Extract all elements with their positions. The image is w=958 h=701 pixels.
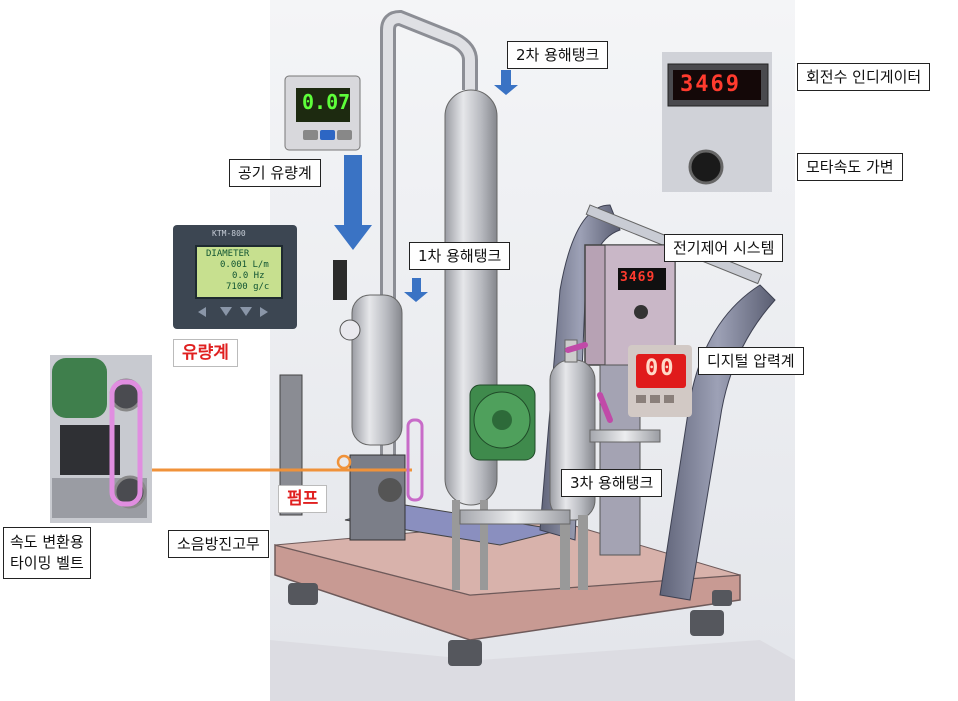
magenta-valve bbox=[565, 342, 588, 353]
pump-motor bbox=[469, 384, 536, 461]
label-timing-belt: 속도 변환용 타이밍 벨트 bbox=[3, 527, 91, 579]
pressure-readout: 00 bbox=[645, 356, 676, 381]
outlet-pipe bbox=[589, 429, 661, 443]
caster-wheels bbox=[288, 583, 732, 666]
flowmeter-brand: KTM-800 bbox=[212, 229, 246, 238]
flowmeter-photo bbox=[173, 225, 297, 329]
air-flowmeter-photo bbox=[284, 75, 361, 151]
flowmeter-lcd-line: 0.001 L/m bbox=[220, 260, 269, 270]
tank-2-leg bbox=[452, 500, 460, 590]
label-timing-belt-line: 속도 변환용 bbox=[10, 533, 84, 551]
label-anti-vibration: 소음방진고무 bbox=[168, 530, 269, 558]
bottom-pipe bbox=[459, 509, 571, 525]
timing-belt bbox=[406, 418, 424, 502]
label-air-flowmeter: 공기 유량계 bbox=[229, 159, 321, 187]
label-flowmeter: 유량계 bbox=[173, 339, 238, 367]
label-timing-belt-line: 타이밍 벨트 bbox=[10, 554, 84, 572]
rpm-main-readout: 3469 bbox=[680, 72, 741, 97]
label-pump: 펌프 bbox=[278, 485, 328, 513]
label-tank-2: 2차 용해탱크 bbox=[507, 41, 609, 69]
flowmeter-lcd-line: 0.0 Hz bbox=[232, 271, 265, 281]
air-flow-readout: 0.07 bbox=[302, 90, 351, 114]
floor-reflection bbox=[270, 640, 795, 701]
label-tank-1: 1차 용해탱크 bbox=[409, 242, 511, 270]
rpm-indicator-photo bbox=[662, 52, 772, 192]
sensor-block bbox=[333, 260, 347, 300]
tank-3-leg bbox=[578, 515, 588, 590]
label-motor-speed: 모타속도 가변 bbox=[797, 153, 903, 181]
label-rpm-indicator: 회전수 인디게이터 bbox=[797, 63, 931, 91]
top-pipe bbox=[383, 12, 475, 540]
panel-display-bg bbox=[618, 268, 666, 290]
label-tank-3: 3차 용해탱크 bbox=[561, 469, 663, 497]
tank-1-body bbox=[351, 294, 403, 446]
side-panel bbox=[279, 374, 303, 516]
flow-arrows bbox=[334, 70, 518, 302]
rpm-panel-readout: 3469 bbox=[620, 270, 656, 285]
label-pressure-gauge: 디지털 압력계 bbox=[698, 347, 804, 375]
pump-inlet bbox=[378, 478, 402, 502]
pressure-gauge-photo bbox=[628, 345, 692, 417]
tank-3-leg bbox=[560, 515, 570, 590]
label-control-system: 전기제어 시스템 bbox=[664, 234, 784, 262]
panel-knob bbox=[634, 305, 648, 319]
tank-2-leg bbox=[480, 500, 488, 590]
flowmeter-lcd-line: DIAMETER bbox=[206, 249, 250, 259]
magenta-valve bbox=[597, 392, 613, 423]
flowmeter-lcd-line: 7100 g/c bbox=[226, 282, 270, 292]
tank-1-gauge bbox=[339, 319, 361, 341]
timing-belt-photo bbox=[50, 355, 152, 523]
belt-callout-marker bbox=[336, 454, 352, 470]
